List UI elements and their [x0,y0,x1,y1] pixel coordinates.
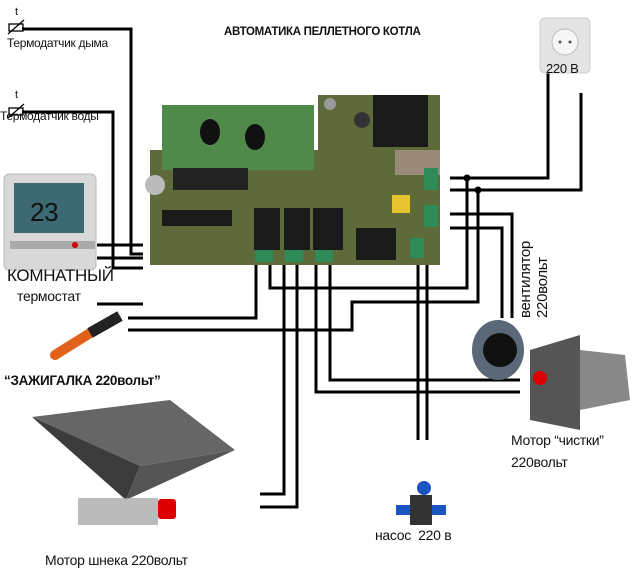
room-thermostat-device [3,173,97,271]
smoke-sensor-label: Термодатчик дыма [7,36,108,50]
relay [284,208,310,250]
igniter-device [50,311,123,360]
pump-label: насос 220 в [375,527,452,543]
water-sensor-label: Термодатчик воды [0,109,99,123]
wires [22,27,583,509]
thermistor-icon [7,19,25,35]
terminal [424,205,438,227]
cleaning-motor-label-line1: Мотор “чистки” [511,432,604,448]
thermostat-label-line1: КОМНАТНЫЙ [7,266,114,285]
auger-motor-label: Мотор шнека 220вольт [45,552,188,568]
thermostat-display: 23 [30,197,59,227]
terminal [424,168,438,190]
transformer [373,95,428,147]
page-title: АВТОМАТИКА ПЕЛЛЕТНОГО КОТЛА [224,26,421,38]
power-socket-icon [539,17,591,74]
igniter-label: “ЗАЖИГАЛКА 220вольт” [4,373,161,388]
sensor-symbol: t [15,6,18,18]
junction-dot [474,186,482,194]
relay [254,208,280,250]
terminal [315,250,333,262]
fan-burner-device [472,320,630,430]
terminal [410,238,424,258]
sensor-symbol: t [15,89,18,101]
relay [313,208,343,250]
hopper-auger-motor [32,400,235,525]
cleaning-motor-label-line2: 220вольт [511,454,568,470]
terminal [285,250,303,262]
fan-label-line2: 220вольт [534,257,551,318]
socket-label: 220 В [546,61,579,76]
relay [356,228,396,260]
fan-label-line1: вентилятор [517,241,534,318]
lcd-module [162,105,314,170]
thermistor-icon [7,103,25,119]
controller-board [145,95,440,265]
junction-dot [463,174,471,182]
terminal [255,250,273,262]
fan-label: вентилятор 220вольт [517,241,551,318]
pump-device [396,481,446,525]
thermostat-label-line2: термостат [17,288,81,304]
